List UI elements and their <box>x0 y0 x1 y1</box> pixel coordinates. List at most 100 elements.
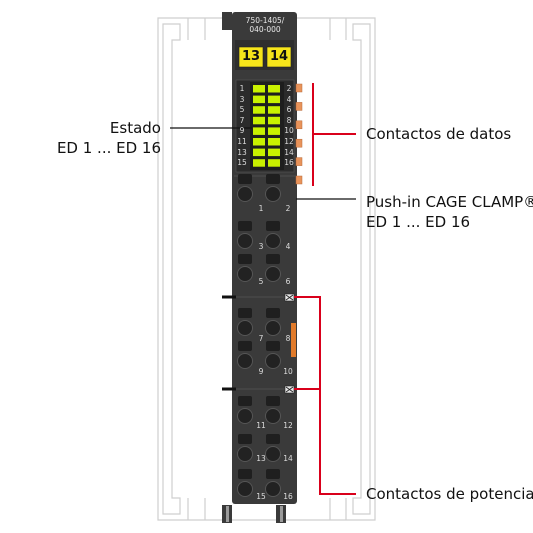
push-button-slot <box>266 308 280 318</box>
status-led <box>268 127 280 135</box>
wire-entry[interactable] <box>237 233 253 249</box>
led-number-left: 15 <box>237 158 247 168</box>
push-button-slot <box>238 434 252 444</box>
led-number-left: 11 <box>237 137 247 146</box>
wire-entry[interactable] <box>265 320 281 336</box>
status-led <box>253 138 265 146</box>
data-contact-pad <box>295 102 303 111</box>
pushin-label: Push-in CAGE CLAMP® ED 1 ... ED 16 <box>366 192 533 232</box>
estado-label-line1: Estado <box>109 119 161 137</box>
status-led <box>253 106 265 114</box>
terminal-number-left: 15 <box>256 492 266 501</box>
wire-entry[interactable] <box>265 481 281 497</box>
estado-label-line2: ED 1 ... ED 16 <box>56 139 161 157</box>
push-button-slot <box>266 469 280 479</box>
data-contact-pad <box>295 120 303 130</box>
estado-label: Estado ED 1 ... ED 16 <box>57 118 161 158</box>
terminal-number-right: 6 <box>285 277 291 286</box>
marker-right-label: 14 <box>269 49 289 64</box>
wire-entry[interactable] <box>265 446 281 462</box>
led-number-right: 8 <box>286 115 292 125</box>
terminal-number-right: 10 <box>283 367 293 376</box>
terminal-number-right: 4 <box>285 242 291 251</box>
terminal-number-right: 16 <box>283 492 293 501</box>
push-button-slot <box>266 396 280 406</box>
contactos-potencia-label: Contactos de potencia <box>366 485 533 503</box>
marker-left <box>238 46 264 68</box>
terminal-number-left: 7 <box>258 334 264 343</box>
leader-lines <box>170 83 356 495</box>
push-button-slot <box>266 174 280 184</box>
model-number-line1: 750-1405/ <box>245 16 285 25</box>
led-number-left: 9 <box>239 126 245 136</box>
push-button-slot <box>266 254 280 264</box>
status-led <box>253 159 265 167</box>
led-number-right: 10 <box>284 126 294 136</box>
led-number-right: 14 <box>284 147 294 157</box>
data-contacts <box>295 83 303 185</box>
push-button-slot <box>238 254 252 264</box>
push-button-slot <box>238 308 252 318</box>
orange-jumper <box>291 323 296 357</box>
push-button-slot <box>266 221 280 231</box>
data-contact-pad <box>295 157 303 166</box>
marker-right <box>266 46 292 68</box>
led-number-left: 5 <box>239 105 245 115</box>
wire-entry[interactable] <box>265 353 281 369</box>
push-button-slot <box>238 221 252 231</box>
led-window <box>250 82 284 170</box>
led-number-right: 6 <box>286 105 292 115</box>
wire-entry[interactable] <box>237 320 253 336</box>
led-array <box>253 85 280 167</box>
terminal-number-left: 11 <box>256 421 266 430</box>
power-contact-stubs <box>222 295 236 391</box>
contactos-datos-label: Contactos de datos <box>366 125 512 143</box>
status-led <box>253 148 265 157</box>
push-button-slot <box>238 469 252 479</box>
terminal-number-left: 1 <box>258 204 264 213</box>
push-button-slot <box>266 434 280 444</box>
wire-entry[interactable] <box>237 481 253 497</box>
push-button-slot <box>238 396 252 406</box>
push-button-slot <box>238 174 252 184</box>
data-contact-pad <box>295 138 303 148</box>
led-number-right: 12 <box>284 137 294 146</box>
wire-entry[interactable] <box>265 233 281 249</box>
led-number-left: 1 <box>239 84 245 93</box>
terminal-number-right: 14 <box>283 454 293 463</box>
status-led <box>253 116 265 125</box>
wire-entry[interactable] <box>237 408 253 424</box>
wire-entry[interactable] <box>265 266 281 282</box>
din-rail-outline <box>157 17 376 521</box>
status-led <box>253 85 265 93</box>
push-button-slot <box>238 341 252 351</box>
status-led <box>268 116 280 125</box>
led-number-left: 13 <box>237 147 247 157</box>
wire-entry[interactable] <box>265 186 281 202</box>
status-led <box>253 95 265 104</box>
wire-entry[interactable] <box>237 353 253 369</box>
terminal-number-right: 12 <box>283 421 293 430</box>
status-led <box>253 127 265 135</box>
terminal-number-left: 9 <box>258 367 264 376</box>
led-number-left: 3 <box>239 94 245 104</box>
led-number-right: 4 <box>286 94 292 104</box>
terminal-number-left: 13 <box>256 454 266 463</box>
terminal-number-right: 2 <box>285 204 291 213</box>
wire-entry[interactable] <box>237 266 253 282</box>
pushin-label-line1: Push-in CAGE CLAMP® <box>366 193 533 211</box>
potencia-bracket <box>294 296 356 495</box>
led-number-right: 2 <box>286 84 292 93</box>
model-number-line2: 040-000 <box>249 25 281 34</box>
marker-left-label: 13 <box>241 49 261 64</box>
push-button-slot <box>266 341 280 351</box>
wire-entry[interactable] <box>237 446 253 462</box>
wire-entry[interactable] <box>237 186 253 202</box>
rail-clip-tabs <box>226 506 283 522</box>
wire-entry[interactable] <box>265 408 281 424</box>
terminal-number-left: 3 <box>258 242 264 251</box>
status-led <box>268 159 280 167</box>
data-contact-pad <box>295 83 303 93</box>
terminal-number-right: 8 <box>285 334 291 343</box>
